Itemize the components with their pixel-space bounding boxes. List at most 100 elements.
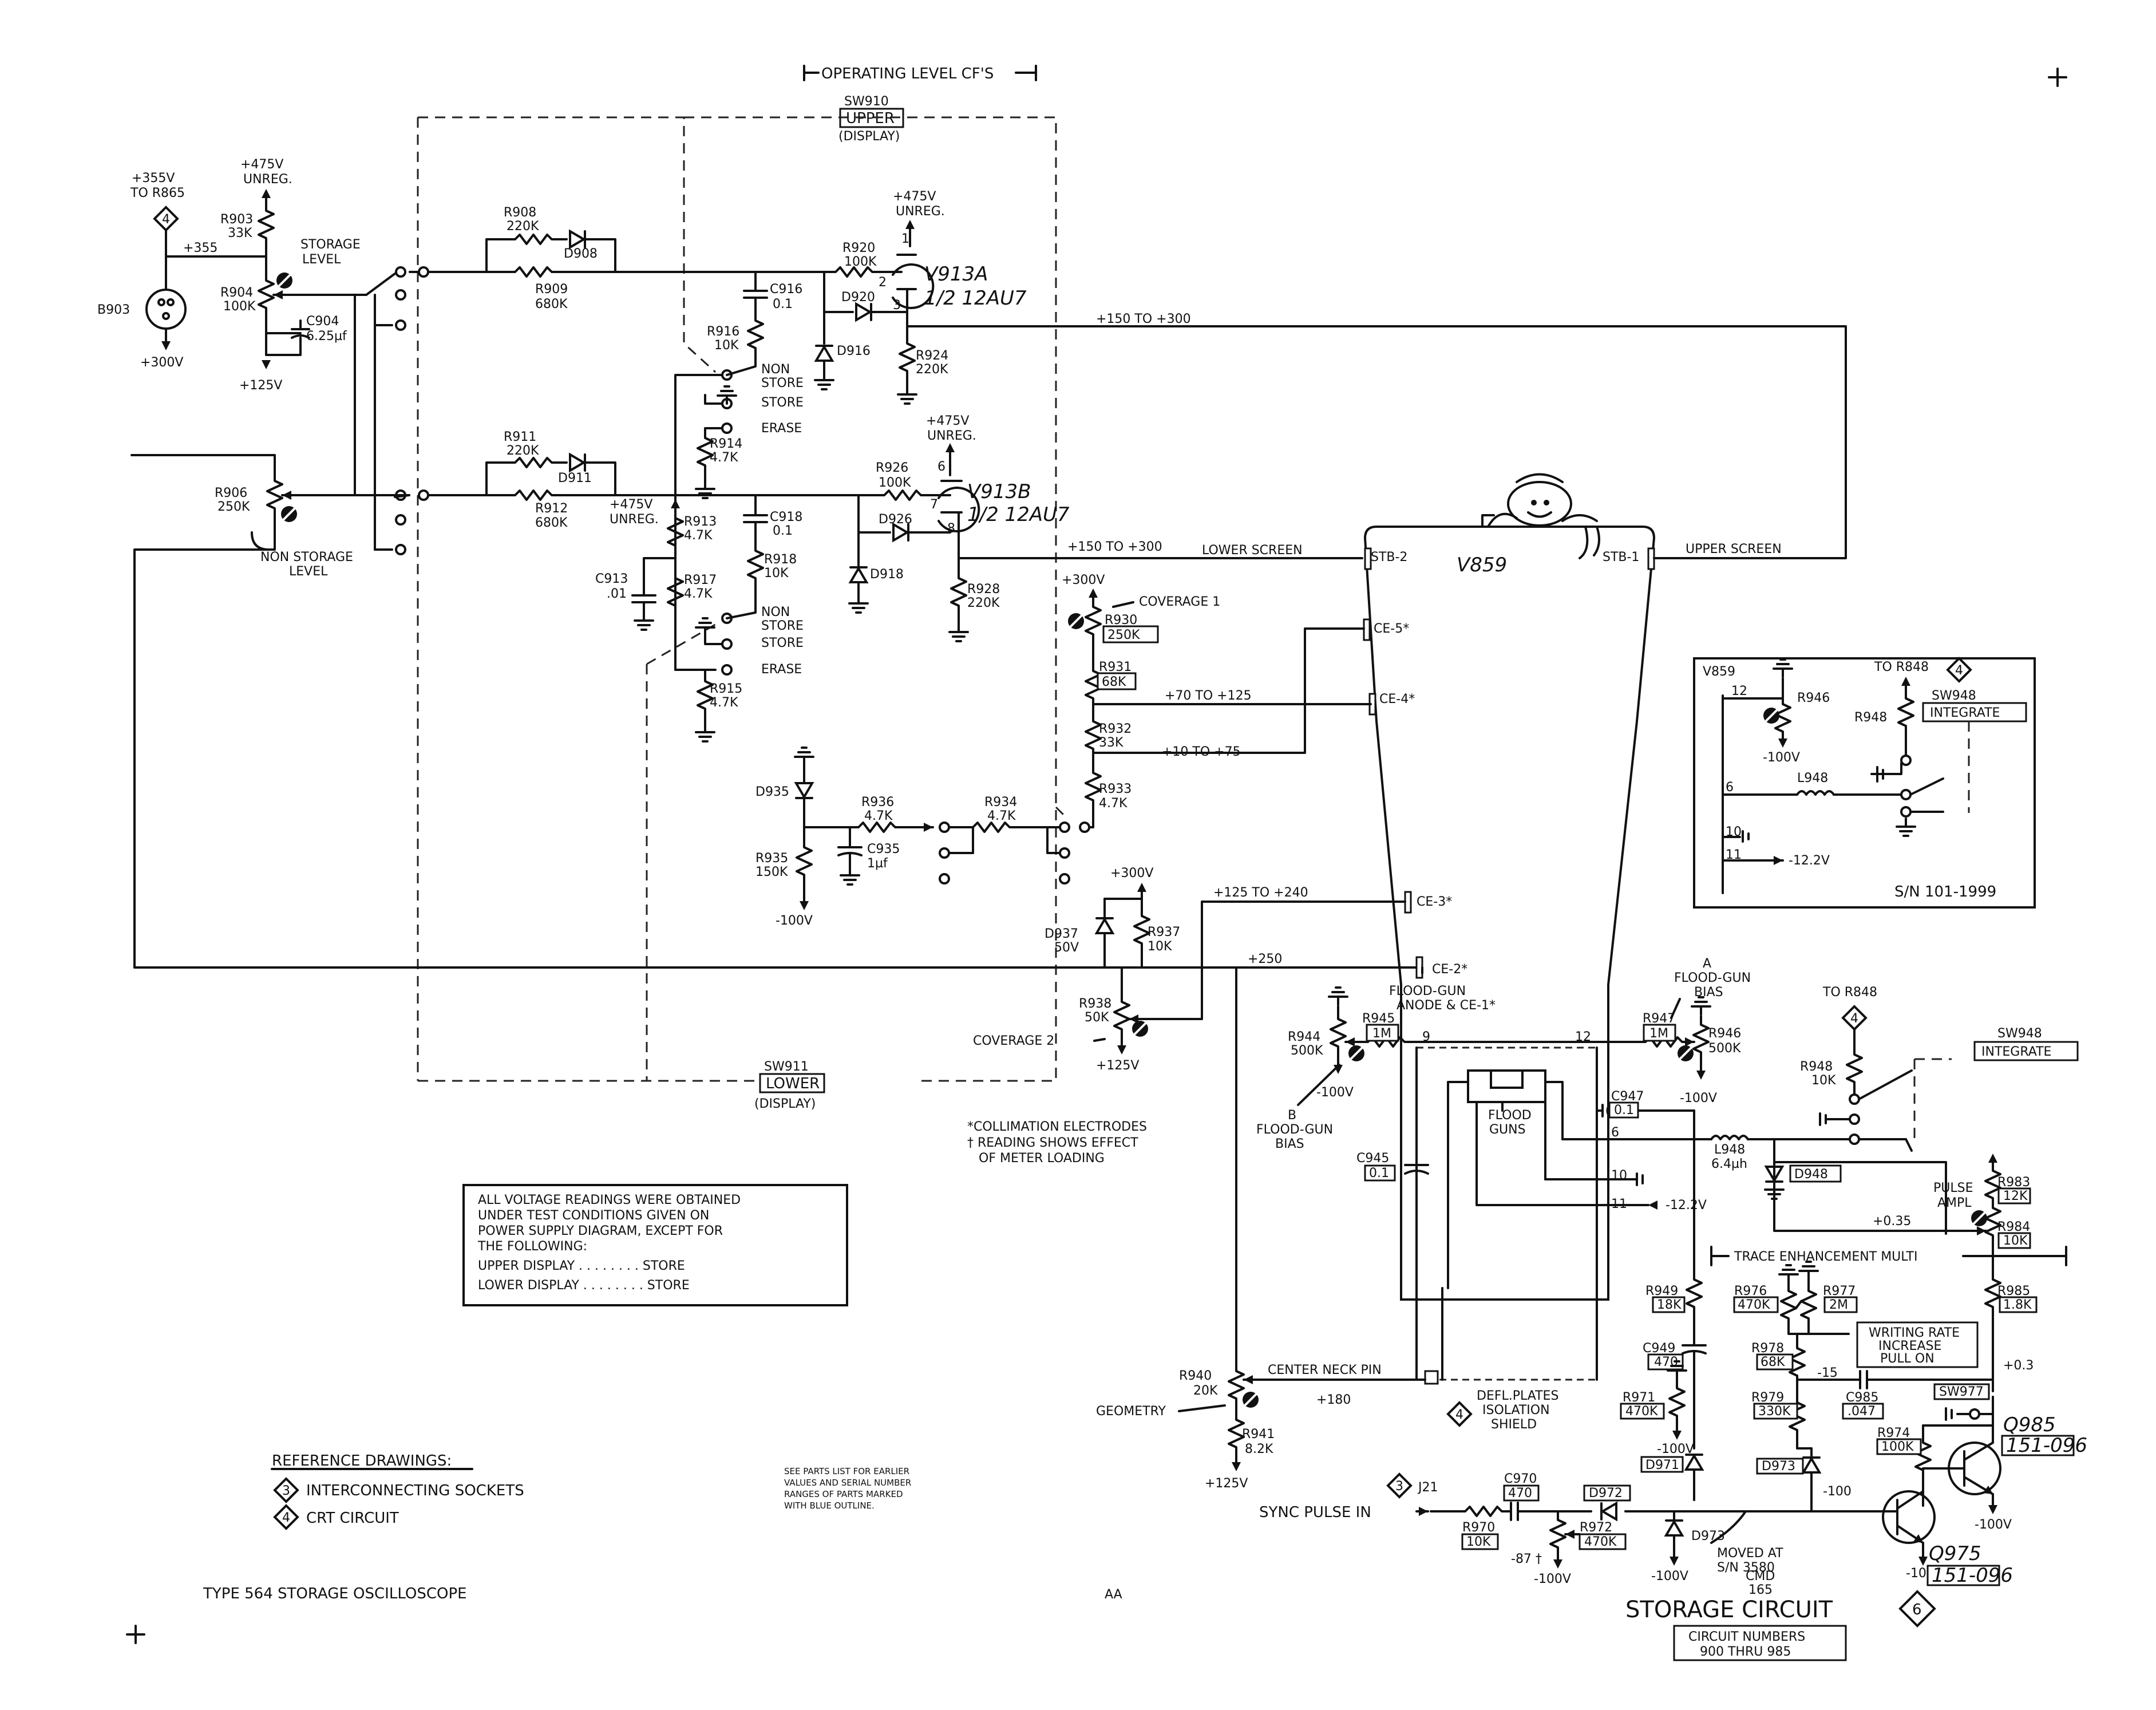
svg-text:SW948: SW948 <box>1997 1026 2042 1041</box>
svg-text:+180: +180 <box>1316 1393 1351 1407</box>
svg-text:100K: 100K <box>844 255 877 269</box>
svg-text:TO R848: TO R848 <box>1874 660 1929 674</box>
svg-text:R948: R948 <box>1854 710 1887 725</box>
svg-text:INTEGRATE: INTEGRATE <box>1981 1045 2051 1059</box>
svg-text:12K: 12K <box>2003 1189 2028 1203</box>
svg-text:R945: R945 <box>1362 1012 1395 1026</box>
reference-drawings: REFERENCE DRAWINGS: 3 INTERCONNECTING SO… <box>271 1452 524 1530</box>
svg-text:STORE: STORE <box>761 636 804 650</box>
svg-text:R979: R979 <box>1751 1391 1784 1405</box>
svg-text:D908: D908 <box>564 247 598 261</box>
svg-text:PULSE: PULSE <box>1933 1181 1973 1195</box>
svg-text:1/2 12AU7: 1/2 12AU7 <box>967 503 1070 526</box>
svg-text:REFERENCE DRAWINGS:: REFERENCE DRAWINGS: <box>272 1452 452 1470</box>
svg-text:2M: 2M <box>1829 1298 1848 1312</box>
svg-text:+475V: +475V <box>240 157 283 172</box>
svg-text:-100V: -100V <box>1316 1085 1354 1100</box>
svg-text:10: 10 <box>1611 1168 1627 1183</box>
svg-text:R930: R930 <box>1105 613 1137 627</box>
svg-text:R985: R985 <box>1997 1284 2030 1298</box>
svg-text:Q985: Q985 <box>2003 1413 2056 1436</box>
svg-text:R974: R974 <box>1877 1426 1910 1440</box>
svg-text:4: 4 <box>162 212 170 227</box>
svg-text:V859: V859 <box>1703 665 1735 679</box>
svg-text:SHIELD: SHIELD <box>1491 1417 1537 1432</box>
svg-text:4: 4 <box>1955 664 1963 678</box>
svg-text:+125V: +125V <box>239 378 282 393</box>
svg-text:SW977: SW977 <box>1939 1385 1984 1399</box>
svg-text:STORE: STORE <box>761 396 804 410</box>
svg-text:CE-5*: CE-5* <box>1374 622 1409 636</box>
svg-text:R903: R903 <box>220 212 253 227</box>
svg-text:10K: 10K <box>1466 1535 1491 1549</box>
svg-text:6: 6 <box>1912 1601 1922 1618</box>
svg-text:C918: C918 <box>770 510 802 524</box>
svg-text:680K: 680K <box>535 516 568 530</box>
svg-text:-100V: -100V <box>1651 1569 1688 1583</box>
svg-text:ANODE & CE-1*: ANODE & CE-1* <box>1397 998 1496 1013</box>
svg-text:+355: +355 <box>183 241 217 255</box>
svg-text:UNREG.: UNREG. <box>243 172 292 187</box>
svg-text:R984: R984 <box>1997 1220 2030 1234</box>
voltage-note-box: ALL VOLTAGE READINGS WERE OBTAINED UNDER… <box>462 1184 848 1306</box>
svg-text:UNREG.: UNREG. <box>896 204 945 219</box>
svg-text:4.7K: 4.7K <box>864 809 893 823</box>
svg-text:L948: L948 <box>1714 1143 1745 1157</box>
svg-text:LEVEL: LEVEL <box>302 252 341 267</box>
svg-text:L948: L948 <box>1797 771 1828 785</box>
svg-text:4: 4 <box>1455 1408 1463 1422</box>
svg-text:D916: D916 <box>837 344 871 358</box>
svg-text:R911: R911 <box>504 430 536 444</box>
svg-text:500K: 500K <box>1291 1044 1323 1058</box>
svg-text:33K: 33K <box>228 226 252 240</box>
svg-text:CIRCUIT NUMBERS: CIRCUIT NUMBERS <box>1688 1630 1805 1644</box>
svg-text:100K: 100K <box>1881 1440 1914 1454</box>
svg-text:0.1: 0.1 <box>773 524 793 538</box>
svg-text:330K: 330K <box>1758 1404 1791 1419</box>
coverage-divider: +300V COVERAGE 1 R930 250K R931 68K +70 … <box>133 573 1418 1361</box>
svg-text:*COLLIMATION ELECTRODES: *COLLIMATION ELECTRODES <box>967 1120 1147 1134</box>
svg-text:33K: 33K <box>1099 736 1124 750</box>
svg-text:B903: B903 <box>97 303 130 317</box>
svg-text:D973: D973 <box>1762 1459 1795 1474</box>
svg-text:1.8K: 1.8K <box>2003 1298 2032 1312</box>
svg-text:6: 6 <box>1611 1125 1619 1140</box>
svg-text:UPPER DISPLAY . . . . . . . .: UPPER DISPLAY . . . . . . . . STORE <box>478 1259 685 1273</box>
svg-text:+125V: +125V <box>1205 1476 1248 1491</box>
svg-text:D937: D937 <box>1045 927 1078 941</box>
svg-text:1µf: 1µf <box>867 856 888 871</box>
left-switch-wiring <box>354 266 488 555</box>
svg-text:NON: NON <box>761 362 790 377</box>
svg-text:AA: AA <box>1105 1587 1122 1602</box>
svg-text:FLOOD-GUN: FLOOD-GUN <box>1389 984 1466 998</box>
svg-text:C935: C935 <box>867 842 900 856</box>
registration-marks <box>126 68 2067 1644</box>
svg-text:10K: 10K <box>714 338 739 353</box>
svg-text:UPPER SCREEN: UPPER SCREEN <box>1686 542 1782 556</box>
svg-text:+250: +250 <box>1248 952 1282 966</box>
svg-text:-100V: -100V <box>1975 1518 2012 1532</box>
svg-text:-12.2V: -12.2V <box>1666 1198 1707 1213</box>
svg-text:+300V: +300V <box>140 356 183 370</box>
svg-text:A: A <box>1703 957 1711 971</box>
svg-text:ERASE: ERASE <box>761 662 802 677</box>
svg-text:8: 8 <box>947 522 955 536</box>
svg-text:POWER SUPPLY DIAGRAM, EXCEPT F: POWER SUPPLY DIAGRAM, EXCEPT FOR <box>478 1224 723 1238</box>
svg-text:20K: 20K <box>1193 1384 1218 1398</box>
svg-text:ERASE: ERASE <box>761 421 802 436</box>
svg-text:4.7K: 4.7K <box>710 451 738 465</box>
svg-text:220K: 220K <box>916 362 948 377</box>
svg-text:BIAS: BIAS <box>1275 1137 1304 1151</box>
svg-text:+355V: +355V <box>132 171 175 185</box>
parts-list-note: SEE PARTS LIST FOR EARLIER VALUES AND SE… <box>784 1466 911 1511</box>
svg-text:3: 3 <box>282 1484 290 1498</box>
svg-text:R917: R917 <box>684 573 717 587</box>
svg-text:18K: 18K <box>1657 1298 1682 1312</box>
svg-text:12: 12 <box>1731 684 1747 698</box>
svg-text:D935: D935 <box>755 785 789 799</box>
svg-text:68K: 68K <box>1102 675 1126 689</box>
svg-text:R948: R948 <box>1800 1060 1833 1074</box>
svg-text:UNREG.: UNREG. <box>610 512 659 527</box>
svg-text:INTEGRATE: INTEGRATE <box>1930 706 2000 720</box>
